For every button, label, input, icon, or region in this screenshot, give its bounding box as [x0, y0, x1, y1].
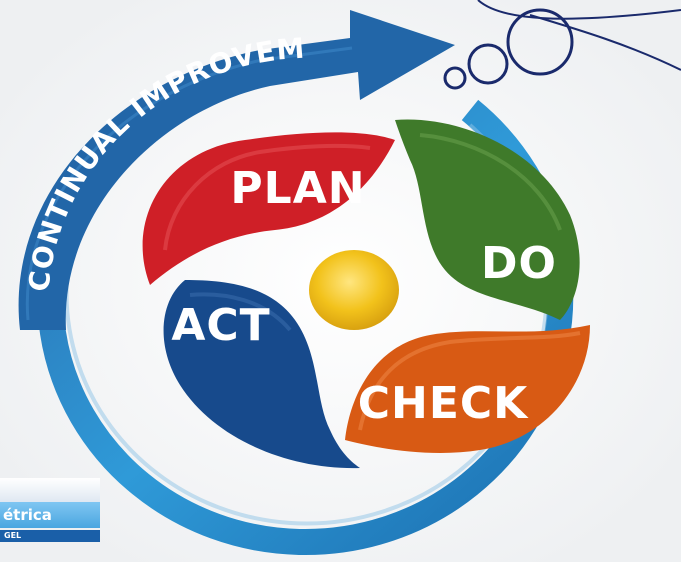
bubble-small: [443, 66, 467, 90]
right-swoosh-curve: [529, 14, 681, 71]
do-petal: [395, 119, 580, 320]
check-petal-sheen: [358, 331, 581, 431]
act-label: ACT: [171, 300, 270, 351]
bubble-medium: [467, 43, 509, 85]
logo-top-bar: [0, 478, 100, 503]
plan-petal-sheen: [163, 143, 371, 251]
act-petal: [163, 280, 360, 469]
center-circle: [309, 250, 399, 330]
do-petal-sheen: [419, 133, 562, 231]
act-petal-sheen: [189, 292, 292, 332]
company-logo: étrica GEL: [0, 478, 100, 552]
check-label: CHECK: [358, 378, 529, 429]
plan-label: PLAN: [230, 163, 365, 214]
plan-petal: [142, 132, 395, 285]
bubble-large: [506, 8, 574, 76]
arrow-band-highlight: [25, 46, 353, 321]
improvement-arrow-band: [18, 10, 455, 330]
do-label: DO: [481, 238, 557, 289]
logo-sub-text: GEL: [0, 530, 100, 542]
logo-main-text: étrica: [0, 502, 100, 528]
